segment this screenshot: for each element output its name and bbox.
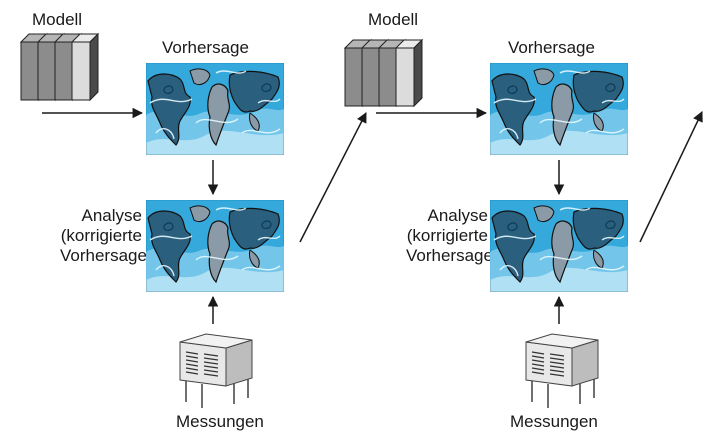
measurements-label: Messungen [510, 412, 598, 431]
forecast-map-icon [146, 63, 284, 155]
analysis-label-line-1: Analyse [427, 206, 488, 225]
analysis-label-line-1: Analyse [81, 206, 142, 225]
forecast-label: Vorhersage [508, 38, 595, 57]
analysis-label-line-3: Vorhersage) [60, 246, 153, 265]
model-label: Modell [32, 10, 83, 29]
arrow-icon [639, 111, 703, 243]
analysis-label-line-2: (korrigierte [60, 226, 142, 245]
analysis-label-line-3: Vorhersage) [406, 246, 499, 265]
arrow-icon [299, 112, 367, 243]
analysis-map-icon [490, 200, 628, 292]
analysis-label: Analyse (korrigierte Vorhersage) [60, 206, 153, 266]
forecast-label: Vorhersage [162, 38, 249, 57]
measurements-label: Messungen [176, 412, 264, 431]
model-label: Modell [368, 10, 419, 29]
analysis-label-line-2: (korrigierte [406, 226, 488, 245]
model-stack-icon [344, 39, 423, 107]
forecast-map-icon [490, 63, 628, 155]
weather-station-icon [525, 333, 599, 409]
analysis-label: Analyse (korrigierte Vorhersage) [406, 206, 499, 266]
weather-station-icon [179, 333, 253, 409]
analysis-map-icon [146, 200, 284, 292]
model-stack-icon [20, 33, 99, 101]
